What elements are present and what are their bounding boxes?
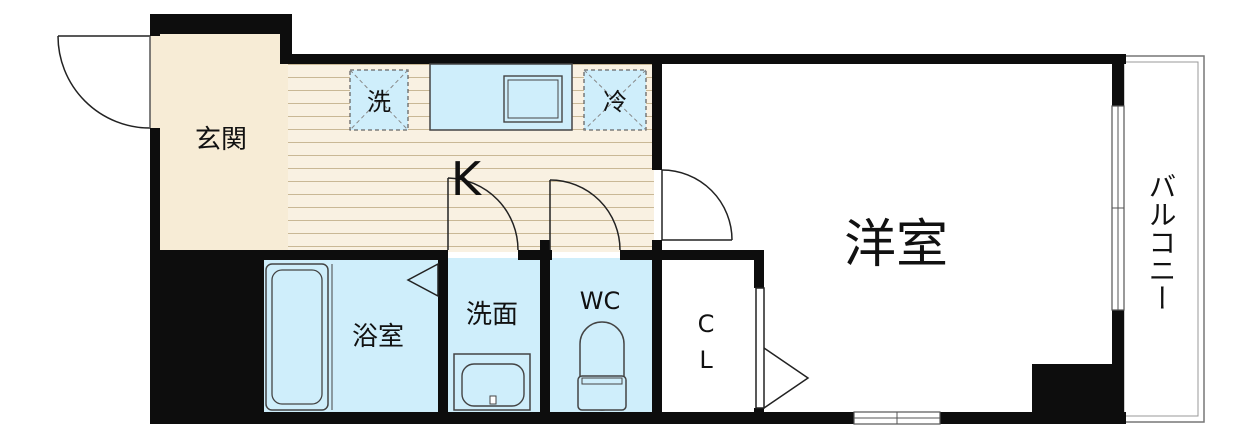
closet-label-l: L: [699, 346, 713, 374]
balcony-label: バルコニー: [1145, 172, 1178, 312]
fridge-space: [583, 69, 647, 131]
closet-label-c: C: [698, 310, 715, 338]
kitchen-counter: [429, 63, 573, 131]
toilet: [577, 321, 627, 411]
bathroom-label: 浴室: [352, 322, 404, 352]
washer-label: 洗: [367, 88, 391, 116]
washer-space: [349, 69, 409, 131]
bathtub: [265, 263, 333, 411]
western-room-floor: [662, 62, 1114, 414]
fridge-label: 冷: [603, 88, 627, 116]
entrance-door: [57, 35, 151, 129]
walls: [150, 14, 1126, 424]
washroom-door: [447, 177, 519, 251]
toilet-door: [549, 179, 621, 251]
entrance-label: 玄関: [195, 125, 247, 155]
closet-door: [755, 287, 810, 409]
room-door: [661, 169, 733, 241]
bottom-window: [853, 411, 941, 425]
bath-door: [406, 262, 439, 298]
kitchen-label: K: [451, 152, 483, 206]
entrance-floor: [150, 14, 290, 252]
western-room-label: 洋室: [844, 215, 948, 275]
balcony: [1117, 55, 1205, 423]
washbasin: [453, 353, 531, 411]
balcony-window: [1111, 105, 1125, 311]
toilet-label: WC: [580, 287, 621, 315]
washroom-label: 洗面: [466, 300, 518, 330]
